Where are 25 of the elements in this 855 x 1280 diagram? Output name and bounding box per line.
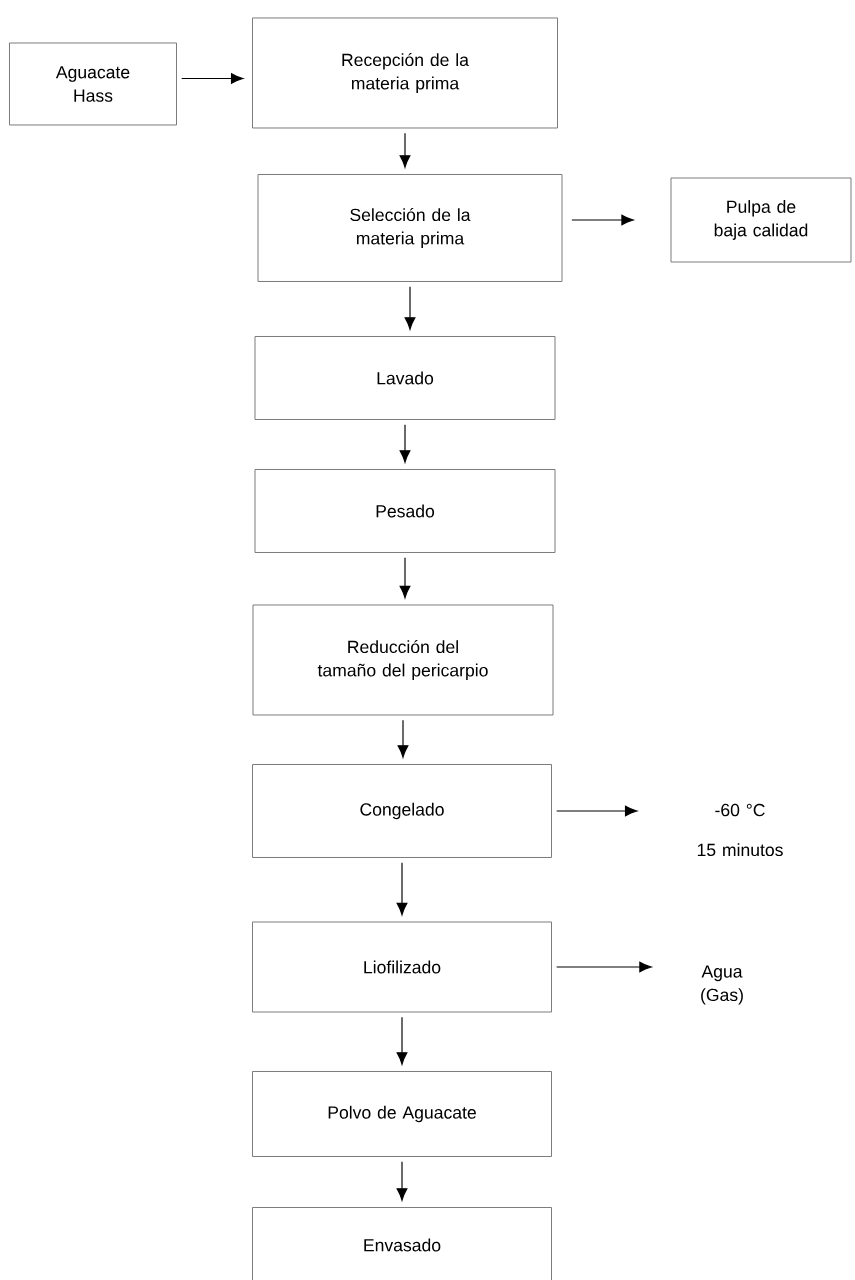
process-box: Lavado [254, 336, 556, 420]
process-box: Reducción del tamaño del pericarpio [252, 604, 554, 716]
arrow [399, 132, 411, 168]
arrow [181, 73, 244, 84]
arrow [396, 862, 408, 916]
process-box: Aguacate Hass [9, 42, 177, 126]
arrow [396, 1161, 408, 1201]
text-label: -60 °C 15 minutos [697, 803, 783, 857]
process-box: Selección de la materia prima [257, 174, 563, 282]
process-box: Polvo de Aguacate [252, 1071, 552, 1157]
arrow [397, 719, 409, 758]
process-box: Envasado [252, 1207, 552, 1280]
process-box: Recepción de la materia prima [252, 17, 558, 129]
arrow [399, 424, 411, 463]
arrow [404, 286, 416, 330]
process-box: Congelado [252, 764, 552, 858]
arrow [556, 805, 638, 817]
arrow [571, 214, 634, 226]
process-box: Pulpa de baja calidad [670, 177, 852, 263]
arrow [396, 1016, 408, 1065]
text-label: Agua (Gas) [701, 965, 743, 1005]
process-box: Pesado [254, 469, 556, 553]
arrow [556, 961, 652, 973]
arrow [399, 557, 411, 599]
process-box: Liofilizado [252, 921, 552, 1013]
